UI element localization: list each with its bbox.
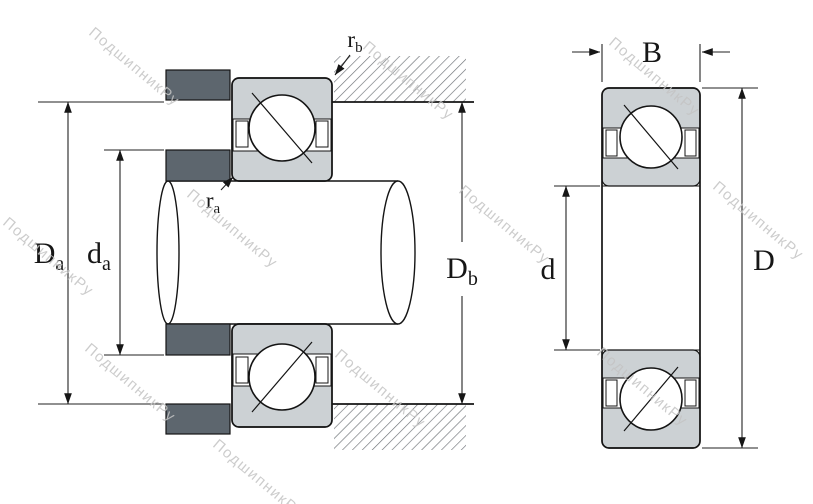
right-view: B d D: [541, 36, 775, 449]
spacer-block-top-outer: [165, 69, 231, 101]
watermark-text: ПодшипникРу: [0, 214, 97, 300]
dim-Da: Da: [34, 101, 164, 405]
dim-ra: ra: [206, 176, 234, 217]
spacer-block-top-inner: [165, 149, 231, 182]
watermark-text: ПодшипникРу: [209, 436, 307, 504]
watermark-text: ПодшипникРу: [81, 340, 179, 426]
housing-section-top: [332, 56, 474, 103]
dim-label-B: B: [642, 36, 662, 69]
cage-pocket-left: [605, 379, 618, 407]
left-view: Da da Db rb ra: [34, 27, 478, 450]
dim-label-da: da: [87, 237, 111, 275]
housing-hatch-bottom: [334, 404, 466, 450]
housing-section-bottom: [332, 403, 474, 450]
contact-angle-line: [623, 366, 679, 432]
bearing-section-bottom-left: [231, 323, 333, 428]
cage-pocket-left: [605, 129, 618, 157]
spacer-block-bottom-inner: [165, 323, 231, 356]
housing-hatch-top: [334, 56, 466, 102]
leader-line: [334, 54, 351, 76]
leader-line: [220, 176, 234, 191]
dim-d: d: [541, 185, 600, 351]
spacer-block-bottom-outer: [165, 403, 231, 435]
dim-B: B: [572, 36, 730, 82]
dim-rb: rb: [334, 27, 363, 76]
cage-pocket-left: [235, 356, 249, 384]
bearing-outline: [231, 323, 333, 428]
bearing-section-bottom-right: [601, 349, 701, 449]
cage-pocket-right: [684, 379, 697, 407]
dim-Db: Db: [446, 101, 478, 405]
shaft-body: [168, 181, 398, 324]
watermark-text: ПодшипникРу: [455, 182, 553, 268]
dim-D: D: [702, 87, 775, 449]
dim-label-D: D: [753, 244, 775, 277]
dim-label-Da: Da: [34, 237, 65, 275]
contact-angle-line: [623, 104, 679, 170]
cage-pocket-left: [235, 120, 249, 148]
cage-pocket-right: [684, 129, 697, 157]
watermark-text: ПодшипникРу: [85, 24, 183, 110]
cage-pocket-right: [315, 356, 329, 384]
bearing-section-top-left: [231, 77, 333, 182]
dim-label-ra: ra: [206, 188, 221, 217]
contact-angle-line: [251, 341, 313, 413]
dim-label-d: d: [541, 253, 556, 286]
dim-label-rb: rb: [347, 27, 362, 56]
contact-angle-line: [251, 92, 313, 164]
dim-da: da: [87, 149, 164, 356]
bearing-outline: [601, 87, 701, 449]
dim-label-Db: Db: [446, 252, 478, 290]
bearing-outline: [231, 77, 333, 182]
shaft-right-end-ellipse: [380, 180, 416, 325]
cage-pocket-right: [315, 120, 329, 148]
shaft-left-end-ellipse: [156, 180, 180, 325]
